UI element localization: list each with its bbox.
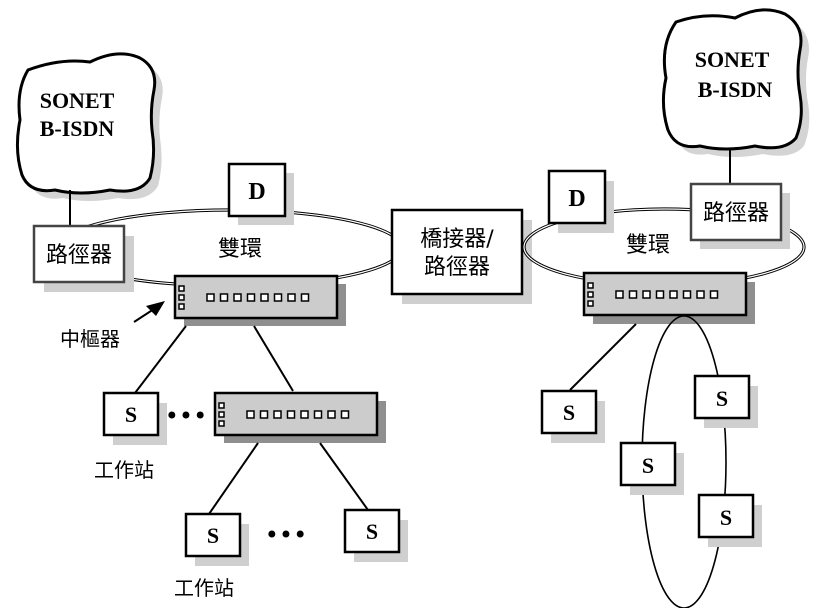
left-disk-label: D [248,179,265,205]
left-cloud-line1: SONET [40,88,115,113]
hub-port [219,293,229,302]
hub-port [642,290,651,299]
link-hub-ws1 [134,325,187,394]
workstation-label: S [642,453,654,478]
right-cloud-line1: SONET [695,47,770,72]
hub-port [260,293,269,302]
workstation: S [693,374,758,428]
link-hub2-ws2 [208,442,259,515]
hub-port [286,410,296,419]
hub-port [273,293,283,302]
left-cloud-line2: B-ISDN [40,116,115,141]
hub-arrow-shaft [133,308,155,323]
workstation-label: S [125,402,137,427]
link-rhub-ws [569,323,637,391]
hub-port [300,410,309,419]
hub-status-led [178,285,185,292]
workstation-label: S [207,523,219,548]
workstation: S [697,493,762,547]
workstation: S [102,391,167,445]
workstation-label: S [716,386,728,411]
right-sonet-cloud: SONET B-ISDN [661,8,810,158]
ellipsis: ••• [265,521,307,549]
right-dual-ring-label: 雙環 [626,233,670,258]
workstation-caption: 工作站 [174,576,234,600]
hub-status-led [587,282,594,289]
left-dual-ring-label: 雙環 [218,237,262,262]
hub-label: 中樞器 [60,327,120,351]
left-hub [173,274,346,326]
left-sonet-cloud: SONET B-ISDN [15,52,163,201]
hub-port [327,410,336,419]
hub-port [246,410,255,419]
left-router-label: 路徑器 [46,243,112,268]
hub-port [259,410,269,419]
right-router: 路徑器 [689,182,790,249]
hub-port [287,293,296,302]
hub-port [246,293,256,302]
hub-port [682,290,692,299]
hub-port [206,293,215,302]
hub-port [300,293,310,302]
workstation-label: S [366,519,378,544]
bridge-router: 橋接器/ 路徑器 [390,208,532,304]
hub-port [233,293,242,302]
bridge-label-line1: 橋接器/ [420,227,494,252]
right-cloud-line2: B-ISDN [698,77,773,102]
link-hub2-ws3 [319,442,369,511]
right-disk-label: D [568,186,585,212]
hub-port [696,290,705,299]
hub-port [669,290,678,299]
right-disk: D [547,169,614,233]
secondary-hub [213,391,386,443]
right-router-label: 路徑器 [703,201,769,226]
workstation: S [540,389,605,443]
workstation: S [619,441,684,495]
hub-port [340,410,350,419]
hub-status-led [178,294,185,301]
workstation: S [343,508,408,562]
left-router: 路徑器 [32,224,134,292]
hub-status-led [218,411,225,418]
hub-port [273,410,282,419]
hub-status-led [587,291,594,298]
workstation-label: S [720,505,732,530]
left-disk: D [227,162,294,225]
hub-arrow-icon [146,301,165,316]
hub-status-led [218,420,225,427]
workstation-caption: 工作站 [94,458,154,482]
workstation-label: S [563,400,575,425]
hub-port [313,410,323,419]
hub-status-led [178,303,185,310]
hub-status-led [218,402,225,409]
hub-port [709,290,719,299]
hub-status-led [587,300,594,307]
workstation: S [184,512,249,566]
ellipsis: ••• [165,402,207,430]
bridge-label-line2: 路徑器 [424,255,490,280]
link-hub-hub2 [253,325,294,392]
hub-port [615,290,624,299]
right-hub [582,271,755,324]
hub-port [628,290,638,299]
hub-port [655,290,665,299]
